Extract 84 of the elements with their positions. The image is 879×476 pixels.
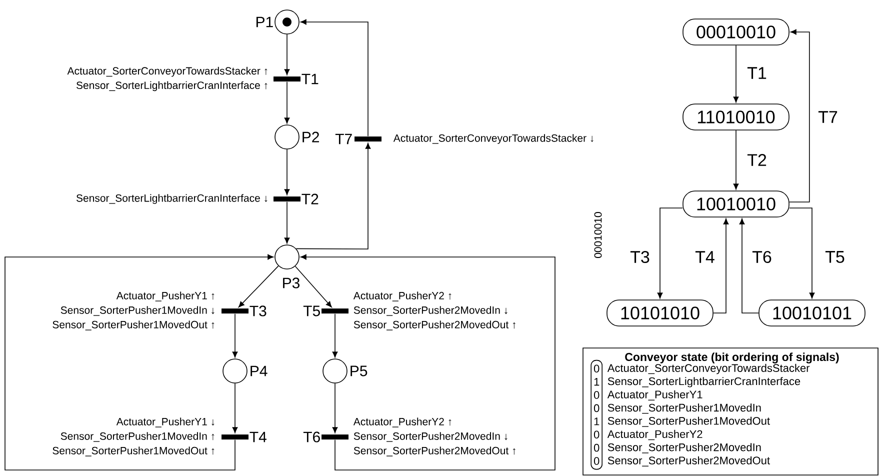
legend-title: Conveyor state (bit ordering of signals) <box>625 352 839 364</box>
edge-label: T6 <box>751 250 773 264</box>
arrow <box>284 202 290 244</box>
arrow <box>789 29 810 202</box>
arrow <box>284 34 290 76</box>
transition-label: T4 <box>250 432 266 442</box>
transition-label: T3 <box>250 306 266 316</box>
signal-name: Sensor_SorterPusher1MovedIn <box>608 404 761 414</box>
arrow <box>238 266 279 308</box>
state-box: 00010010 <box>682 18 790 46</box>
bit-value: 1 <box>594 418 600 426</box>
signal-name: Sensor_SorterPusher2MovedIn <box>608 443 761 454</box>
arrow <box>232 383 238 434</box>
arrow <box>4 254 274 470</box>
guard-condition: Sensor_SorterPusher1MovedIn ↑ <box>60 432 214 442</box>
arrow <box>284 82 290 124</box>
arrow <box>789 208 815 299</box>
signal-name: Actuator_PusherY2 <box>607 430 702 440</box>
bit-value: 0 <box>594 364 600 372</box>
place-circle <box>274 10 300 34</box>
state-box: 10101010 <box>606 300 714 326</box>
arrow <box>657 208 683 299</box>
place-label: P2 <box>302 132 319 142</box>
arrow <box>713 218 729 314</box>
place-circle <box>274 244 300 270</box>
bit-value: 0 <box>594 404 600 412</box>
signal-name: Actuator_SorterConveyorTowardsStacker <box>607 364 810 374</box>
arrow <box>332 314 338 358</box>
place-label: P3 <box>283 278 300 288</box>
arrow <box>294 266 332 308</box>
guard-condition: Sensor_SorterPusher1MovedOut ↑ <box>52 320 214 330</box>
guard-condition: Actuator_PusherY1 ↓ <box>116 418 214 428</box>
guard-condition: Actuator_SorterConveyorTowardsStacker ↓ <box>393 134 594 144</box>
state-code-label: 00010010 <box>594 212 602 258</box>
signal-name: Actuator_PusherY1 <box>607 390 702 400</box>
arrow <box>300 254 556 470</box>
edge-label: T2 <box>746 153 768 167</box>
guard-condition: Actuator_PusherY2 ↑ <box>353 418 452 428</box>
guard-condition: Sensor_SorterPusher1MovedOut ↑ <box>52 446 214 456</box>
state-box: 11010010 <box>682 104 790 130</box>
transition-label: T5 <box>303 306 320 316</box>
guard-condition: Sensor_SorterLightbarrierCranInterface ↓ <box>76 194 268 204</box>
arrow <box>739 218 759 314</box>
arrow <box>296 142 371 250</box>
signal-name: Sensor_SorterPusher2MovedOut <box>608 456 770 466</box>
edge-label: T1 <box>746 66 768 80</box>
arrow <box>300 19 368 136</box>
guard-condition: Sensor_SorterPusher2MovedIn ↓ <box>354 306 508 316</box>
guard-condition: Sensor_SorterPusher2MovedOut ↑ <box>354 320 516 330</box>
arrow <box>733 130 739 190</box>
place-label: P4 <box>250 366 268 376</box>
place-label: P5 <box>350 366 368 376</box>
guard-condition: Sensor_SorterPusher1MovedIn ↓ <box>60 306 214 316</box>
edge-label: T7 <box>817 110 839 124</box>
edge-label: T4 <box>694 250 716 264</box>
edge-label: T5 <box>824 250 846 264</box>
arrow <box>332 383 338 434</box>
transition-label: T6 <box>303 432 320 442</box>
place-label: P1 <box>256 16 273 28</box>
bit-value: 0 <box>594 430 600 438</box>
guard-condition: Actuator_SorterConveyorTowardsStacker ↑ <box>67 66 268 77</box>
place-circle <box>274 124 300 150</box>
arrow <box>232 314 238 358</box>
signal-name: Sensor_SorterLightbarrierCranInterface <box>608 377 800 388</box>
place-circle <box>222 358 248 384</box>
bit-value: 0 <box>594 391 600 399</box>
transition-label: T2 <box>302 194 318 204</box>
arrow <box>733 45 739 103</box>
state-box: 10010101 <box>758 300 866 326</box>
guard-condition: Sensor_SorterLightbarrierCranInterface ↑ <box>76 81 268 92</box>
transition-label: T7 <box>335 134 352 144</box>
state-box: 10010010 <box>682 190 790 218</box>
bit-value: 0 <box>594 457 600 465</box>
guard-condition: Sensor_SorterPusher2MovedOut ↑ <box>354 446 516 456</box>
bit-value: 0 <box>594 444 600 452</box>
guard-condition: Actuator_PusherY2 ↑ <box>353 292 452 302</box>
signal-name: Sensor_SorterPusher1MovedOut <box>608 416 770 427</box>
bit-value: 1 <box>594 378 600 386</box>
place-circle <box>322 358 348 384</box>
edge-label: T3 <box>629 250 651 264</box>
transition-label: T1 <box>302 74 318 84</box>
guard-condition: Actuator_PusherY1 ↑ <box>116 292 214 302</box>
guard-condition: Sensor_SorterPusher2MovedIn ↓ <box>354 432 508 442</box>
arrow <box>284 149 290 196</box>
